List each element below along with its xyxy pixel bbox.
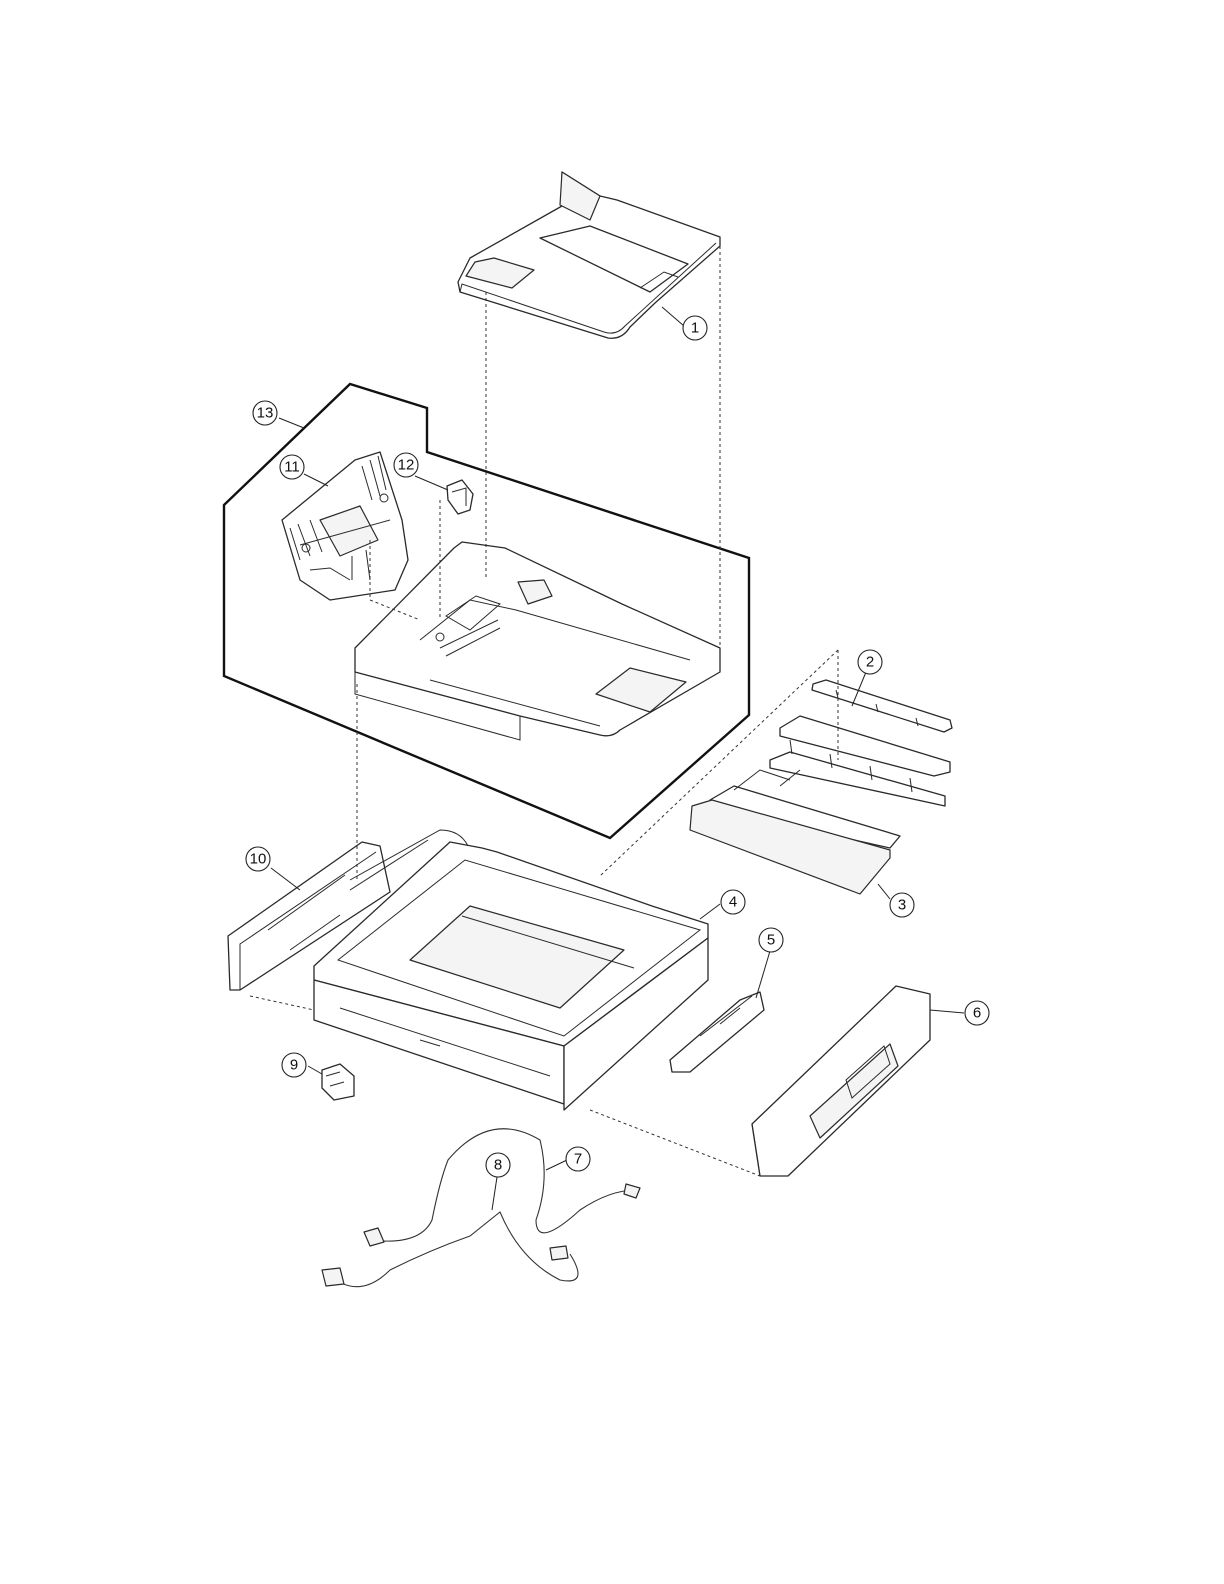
part-13-adf-base <box>355 542 720 740</box>
callout-5: 5 <box>759 928 783 952</box>
callout-12-label: 12 <box>398 457 415 474</box>
callout-6: 6 <box>965 1001 989 1025</box>
callout-11-label: 11 <box>284 459 300 476</box>
callout-1: 1 <box>683 316 707 340</box>
part-3-guide-plate <box>690 716 950 894</box>
part-1-document-tray <box>458 172 720 338</box>
callout-12: 12 <box>394 453 418 477</box>
callout-13: 13 <box>253 401 277 425</box>
part-12-bracket <box>447 480 473 514</box>
callout-2: 2 <box>858 650 882 674</box>
callout-8: 8 <box>486 1153 510 1177</box>
part-9-connector <box>322 1064 354 1100</box>
part-8-cable <box>322 1212 578 1287</box>
callout-7: 7 <box>566 1147 590 1171</box>
callout-9: 9 <box>282 1053 306 1077</box>
callout-8-label: 8 <box>494 1157 502 1174</box>
callout-4: 4 <box>721 890 745 914</box>
callout-3: 3 <box>890 893 914 917</box>
callout-10: 10 <box>246 847 270 871</box>
callout-11: 11 <box>280 455 304 479</box>
part-5-latch <box>670 992 764 1072</box>
callout-2-label: 2 <box>866 654 874 671</box>
callout-1-label: 1 <box>691 320 699 337</box>
callout-6-label: 6 <box>973 1005 981 1022</box>
part-7-cable <box>364 1129 640 1246</box>
callout-10-label: 10 <box>250 851 267 868</box>
callout-7-label: 7 <box>574 1151 582 1168</box>
callout-9-label: 9 <box>290 1057 298 1074</box>
callout-5-label: 5 <box>767 932 775 949</box>
part-2-top-bracket <box>812 680 952 732</box>
part-6-front-cover <box>752 986 930 1176</box>
callout-3-label: 3 <box>898 897 906 914</box>
callout-4-label: 4 <box>729 894 737 911</box>
callout-13-label: 13 <box>257 405 274 422</box>
